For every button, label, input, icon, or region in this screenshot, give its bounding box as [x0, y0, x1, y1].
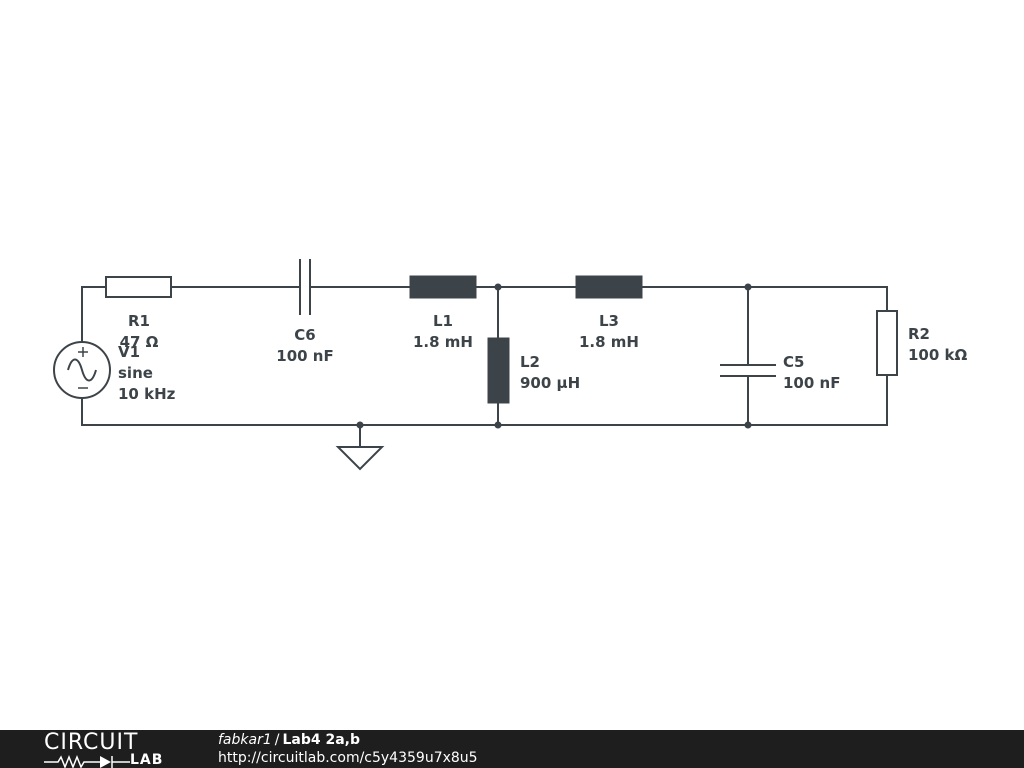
logo-wordmark-top: CIRCUIT: [44, 730, 139, 755]
c5-name-label: C5: [783, 353, 804, 371]
l2-value-label: 900 µH: [520, 374, 580, 392]
circuit-meta: fabkar1/Lab4 2a,b http://circuitlab.com/…: [218, 731, 478, 767]
logo-wordmark-bottom: LAB: [130, 752, 164, 768]
l1-inductor-symbol[interactable]: [409, 275, 477, 299]
v1-sine-source-symbol[interactable]: [53, 341, 111, 399]
r2-value-label: 100 kΩ: [908, 346, 968, 364]
r1-name-label: R1: [128, 312, 150, 330]
junction-node-c5-bottom: [744, 421, 752, 429]
v1-value-label: 10 kHz: [118, 385, 176, 403]
circuit-title[interactable]: Lab4 2a,b: [282, 732, 361, 748]
junction-node-l2-bottom: [494, 421, 502, 429]
footer-bar: CIRCUIT LAB fabkar1/Lab4 2a,b http://cir…: [0, 730, 1024, 768]
l1-name-label: L1: [433, 312, 453, 330]
wires: [81, 286, 888, 447]
junction-node-l1-l3: [494, 283, 502, 291]
author-link[interactable]: fabkar1: [218, 732, 272, 748]
l1-value-label: 1.8 mH: [413, 333, 473, 351]
ground-icon: [335, 446, 385, 471]
junction-node-ground: [356, 421, 364, 429]
circuit-url-link[interactable]: http://circuitlab.com/c5y4359u7x8u5: [218, 750, 478, 766]
c6-capacitor-symbol[interactable]: [299, 259, 311, 315]
circuitlab-logo[interactable]: CIRCUIT LAB: [44, 732, 176, 768]
c6-name-label: C6: [294, 326, 315, 344]
l3-inductor-symbol[interactable]: [575, 275, 643, 299]
c6-value-label: 100 nF: [276, 347, 333, 365]
junction-node-l3-r2: [744, 283, 752, 291]
resistor-diode-trace-icon: [44, 754, 130, 768]
r2-resistor-symbol[interactable]: [876, 310, 898, 376]
r1-resistor-symbol[interactable]: [105, 276, 172, 298]
l3-value-label: 1.8 mH: [579, 333, 639, 351]
l2-name-label: L2: [520, 353, 540, 371]
l3-name-label: L3: [599, 312, 619, 330]
r1-value-label: 47 Ω: [120, 333, 159, 351]
title-separator: /: [274, 732, 280, 748]
circuit-schematic: R1 47 Ω V1 sine 10 kHz C6 100 nF L1 1.8 …: [53, 259, 968, 471]
v1-type-label: sine: [118, 364, 153, 382]
l2-inductor-symbol[interactable]: [487, 337, 510, 404]
r2-name-label: R2: [908, 325, 930, 343]
c5-capacitor-symbol[interactable]: [720, 364, 776, 377]
v1-name-label: V1: [118, 343, 140, 361]
c5-value-label: 100 nF: [783, 374, 840, 392]
